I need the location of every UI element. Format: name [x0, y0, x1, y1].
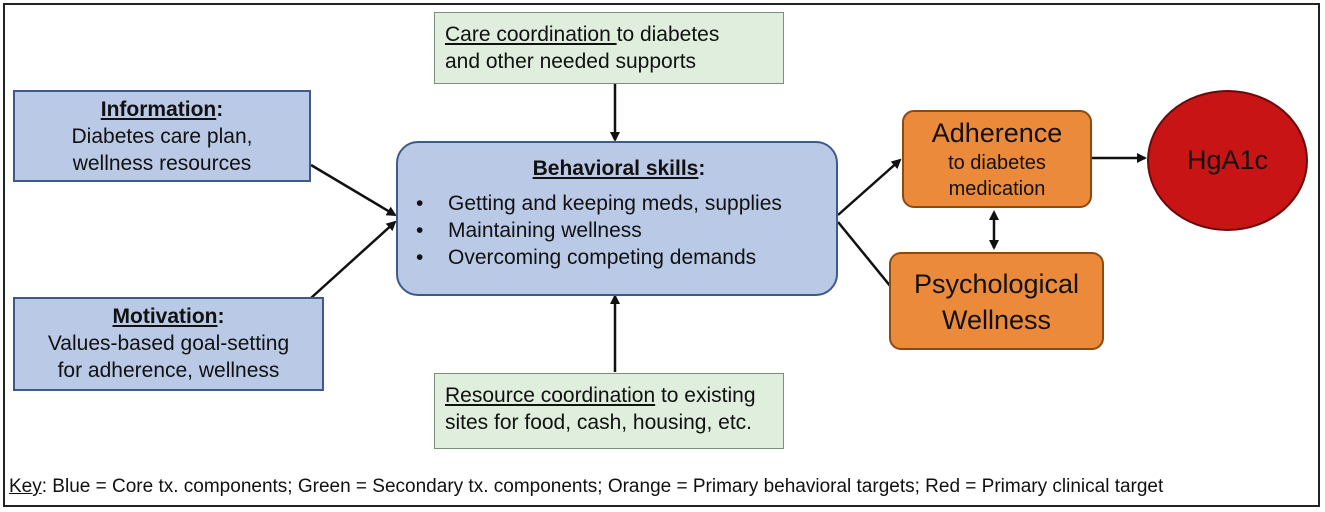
psychological-wellness-box: Psychological Wellness — [889, 252, 1104, 350]
adherence-text-1: to diabetes — [948, 152, 1046, 174]
information-text-2: wellness resources — [72, 152, 252, 175]
resource-coordination-heading: Resource coordination — [445, 384, 656, 407]
information-text-1: Diabetes care plan, — [71, 125, 253, 148]
key-label: Key — [9, 476, 42, 497]
care-coordination-text-1: to diabetes — [616, 23, 720, 46]
behavioral-skills-colon: : — [698, 157, 706, 180]
adherence-box: Adherence to diabetes medication — [902, 110, 1092, 208]
motivation-text-1: Values-based goal-setting — [47, 332, 290, 355]
psychological-wellness-text-2: Wellness — [941, 305, 1052, 335]
hga1c-label: HgA1c — [1186, 145, 1269, 175]
behavioral-skills-item: Maintaining wellness — [448, 219, 642, 242]
behavioral-skills-item: Overcoming competing demands — [448, 246, 757, 269]
resource-coordination-text-1: to existing — [655, 384, 756, 407]
behavioral-skills-bullet: •Getting and keeping meds, supplies — [416, 192, 782, 215]
arrow-information-to-skills — [310, 163, 397, 217]
information-box: Information: Diabetes care plan, wellnes… — [13, 90, 311, 182]
arrow-skills-to-adherence — [837, 158, 902, 216]
behavioral-skills-heading: Behavioral skills — [532, 157, 699, 180]
care-coordination-box: Care coordination to diabetes and other … — [434, 12, 784, 84]
hga1c-circle: HgA1c — [1147, 90, 1308, 231]
psychological-wellness-text-1: Psychological — [913, 269, 1080, 299]
arrow-motivation-to-skills — [310, 220, 397, 299]
information-colon: : — [216, 98, 224, 121]
motivation-box: Motivation: Values-based goal-setting fo… — [13, 297, 324, 391]
behavioral-skills-box: Behavioral skills: •Getting and keeping … — [396, 141, 838, 296]
motivation-text-2: for adherence, wellness — [57, 359, 280, 382]
resource-coordination-box: Resource coordination to existing sites … — [434, 373, 784, 449]
resource-coordination-text-2: sites for food, cash, housing, etc. — [445, 411, 753, 434]
adherence-title: Adherence — [931, 118, 1063, 148]
behavioral-skills-bullet: •Overcoming competing demands — [416, 246, 757, 269]
care-coordination-heading: Care coordination — [445, 23, 617, 46]
behavioral-skills-item: Getting and keeping meds, supplies — [448, 192, 782, 215]
key-legend: Key: Blue = Core tx. components; Green =… — [9, 475, 1319, 499]
information-heading: Information — [100, 98, 217, 121]
care-coordination-text-2: and other needed supports — [445, 50, 697, 73]
motivation-heading: Motivation — [112, 305, 218, 328]
behavioral-skills-bullet: •Maintaining wellness — [416, 219, 642, 242]
adherence-text-2: medication — [948, 178, 1046, 200]
motivation-colon: : — [217, 305, 225, 328]
key-text: : Blue = Core tx. components; Green = Se… — [41, 476, 1164, 497]
